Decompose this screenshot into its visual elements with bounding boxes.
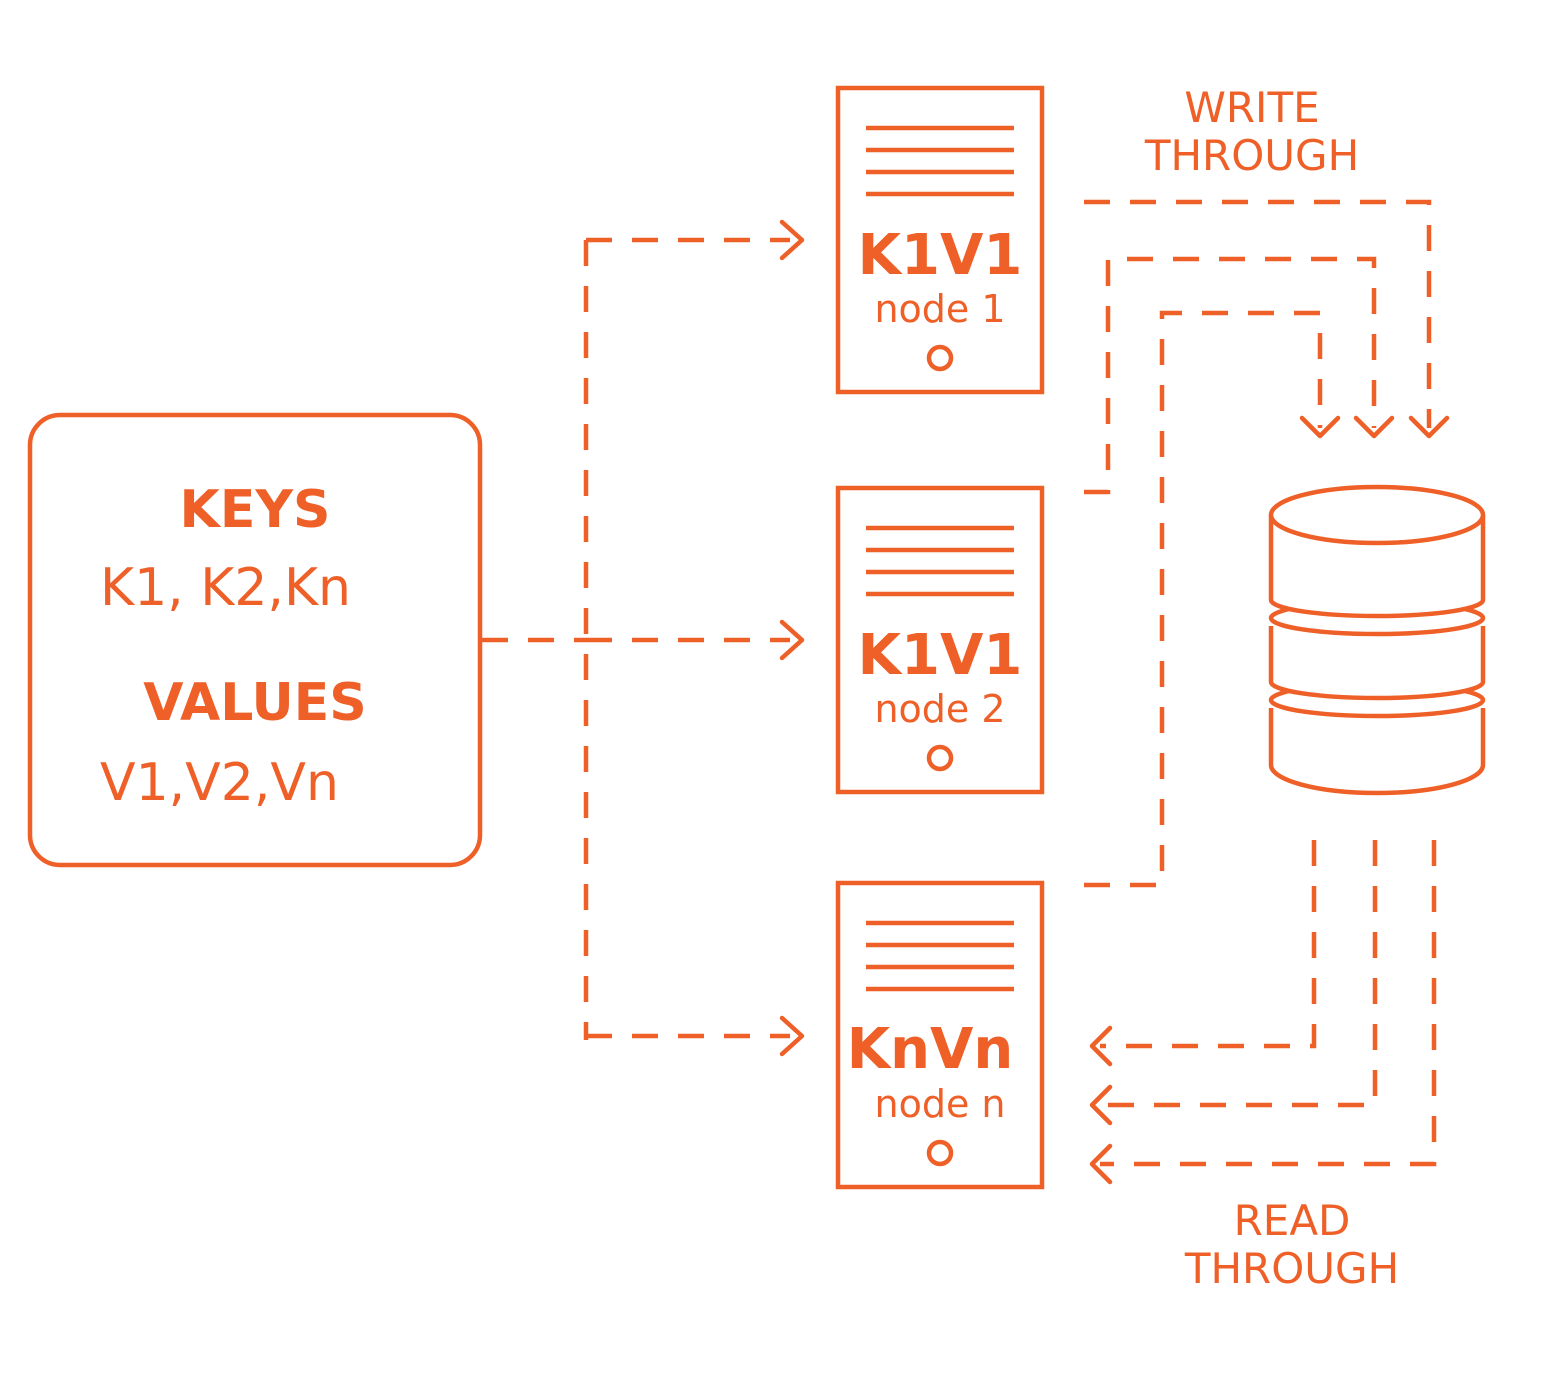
key-value-box-frame: [27, 412, 483, 868]
node-1-kv: K1V1: [858, 223, 1023, 288]
node-n-kv: KnVn: [847, 1017, 1013, 1082]
write-through-connectors: [1084, 199, 1450, 888]
keys-list: K1, K2,Kn: [100, 558, 351, 618]
node-1: K1V1 node 1: [835, 85, 1045, 395]
node-2-kv: K1V1: [858, 623, 1023, 688]
node-n-label: node n: [875, 1082, 1006, 1126]
write-through-line-1: WRITE: [1184, 83, 1319, 132]
server-icon: [835, 85, 1045, 395]
values-title: VALUES: [143, 673, 366, 733]
server-icon: [835, 880, 1045, 1190]
read-through-line-1: READ: [1234, 1196, 1351, 1245]
node-n: KnVn node n: [835, 880, 1045, 1190]
key-value-box: KEYS K1, K2,Kn VALUES V1,V2,Vn: [27, 412, 483, 868]
database-icon: [1268, 484, 1486, 796]
status-dot-icon: [926, 1139, 954, 1167]
read-through-label: READ THROUGH: [1184, 1196, 1399, 1293]
write-path-node-n: [1084, 310, 1323, 888]
arrowhead-read-1: [1089, 1025, 1113, 1067]
write-through-label: WRITE THROUGH: [1144, 83, 1359, 180]
node-1-label: node 1: [874, 287, 1005, 331]
read-path-2: [1100, 840, 1378, 1108]
read-path-3: [1100, 840, 1437, 1167]
write-path-node-1: [1084, 199, 1432, 428]
arrowhead-node-n: [779, 1015, 805, 1057]
database-bottom-disk: [1268, 708, 1486, 796]
server-icon: [835, 485, 1045, 795]
arrowhead-write-1: [1408, 415, 1450, 439]
write-path-node-2: [1084, 256, 1377, 495]
values-list: V1,V2,Vn: [100, 753, 339, 813]
arrowhead-write-3: [1299, 415, 1341, 439]
read-through-line-2: THROUGH: [1184, 1244, 1399, 1293]
node-2-label: node 2: [874, 687, 1005, 731]
keys-title: KEYS: [180, 480, 331, 540]
read-through-connectors: [1089, 840, 1437, 1185]
arrowhead-read-2: [1089, 1084, 1113, 1126]
write-through-line-2: THROUGH: [1144, 131, 1359, 180]
database-top-cap: [1268, 484, 1486, 546]
arrowhead-write-2: [1353, 415, 1395, 439]
arrowhead-node-1: [779, 219, 805, 261]
arrowhead-read-3: [1089, 1143, 1113, 1185]
distribution-connectors: [482, 219, 805, 1057]
arrowhead-node-2: [779, 619, 805, 661]
database-middle-disk: [1268, 626, 1486, 701]
read-path-1: [1100, 840, 1317, 1049]
node-2: K1V1 node 2: [835, 485, 1045, 795]
status-dot-icon: [926, 744, 954, 772]
status-dot-icon: [926, 344, 954, 372]
